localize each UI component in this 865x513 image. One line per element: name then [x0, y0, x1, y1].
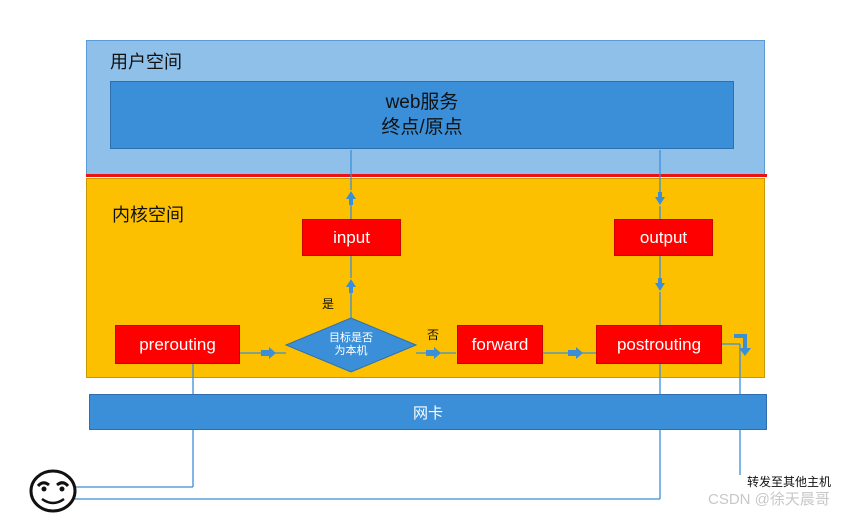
web-service-subtitle: 终点/原点: [381, 117, 463, 138]
arrow-down-icon: [655, 192, 665, 205]
decision-no-label: 否: [427, 328, 440, 342]
decision-line2: 为本机: [334, 345, 368, 357]
arrow-down-icon: [655, 278, 665, 291]
decision-diamond: [284, 317, 418, 373]
arrow-up-icon: [346, 279, 356, 293]
decision-text: 目标是否 为本机: [311, 332, 391, 358]
web-service-title: web服务: [385, 92, 459, 113]
smiley-face-icon: [29, 469, 77, 513]
decision-line1: 目标是否: [329, 332, 373, 344]
prerouting-node: prerouting: [115, 325, 240, 364]
bent-arrow-icon: [734, 334, 751, 356]
arrow-right-icon: [426, 347, 441, 359]
input-node: input: [302, 219, 401, 256]
user-space-label: 用户空间: [110, 52, 182, 72]
web-service-box: web服务 终点/原点: [110, 81, 734, 149]
nic-label: 网卡: [412, 404, 443, 422]
watermark-text: CSDN @徐天晨哥: [708, 491, 830, 508]
kernel-space-label: 内核空间: [112, 205, 184, 225]
arrow-right-icon: [568, 347, 583, 359]
space-divider: [86, 174, 767, 177]
arrow-right-icon: [261, 347, 276, 359]
decision-yes-label: 是: [322, 297, 335, 311]
nic-box: 网卡: [89, 394, 767, 430]
output-node: output: [614, 219, 713, 256]
forward-note: 转发至其他主机: [747, 475, 832, 489]
postrouting-node: postrouting: [596, 325, 722, 364]
forward-node: forward: [457, 325, 543, 364]
arrow-up-icon: [346, 191, 356, 205]
